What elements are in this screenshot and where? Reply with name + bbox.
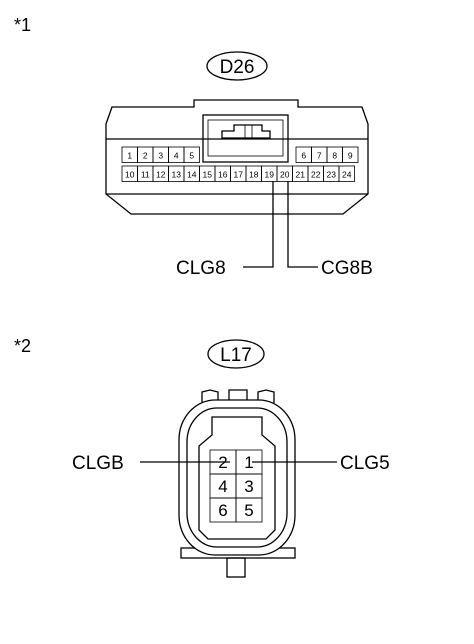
- pin-cell: 1: [121, 146, 138, 163]
- pin-number: 4: [174, 151, 179, 161]
- pin-cell: 21: [292, 165, 309, 182]
- connector-2-housing: [178, 389, 296, 578]
- connector-1-housing: [105, 99, 369, 215]
- pin-number: 24: [342, 170, 352, 180]
- pin-cell: 15: [199, 165, 216, 182]
- pin-cell: 19: [261, 165, 278, 182]
- pin-number: 1: [244, 453, 253, 472]
- pin-cell-box: [342, 146, 359, 163]
- pin-number: 5: [244, 501, 253, 520]
- pin-number: 11: [141, 170, 150, 180]
- pin-cell: 14: [183, 165, 200, 182]
- pin-number: 3: [244, 477, 253, 496]
- connector-2-code: L17: [220, 345, 252, 366]
- pin-number: 6: [218, 501, 227, 520]
- connector-2-code-badge: L17: [207, 339, 265, 369]
- code-badge-outline: [206, 51, 268, 81]
- pin-number: 23: [327, 170, 337, 180]
- pin-cell: 24: [338, 165, 355, 182]
- pin-cell: 8: [326, 146, 343, 163]
- pin-cell: 6: [295, 146, 312, 163]
- pin-cell: 20: [276, 165, 293, 182]
- pin-number: 21: [296, 170, 306, 180]
- pin-number: 3: [158, 151, 163, 161]
- pin-number: 10: [125, 170, 135, 180]
- connector-1-marker: *1: [14, 15, 31, 35]
- connector-1-code: D26: [220, 57, 255, 78]
- pin-cell-box: [183, 146, 200, 163]
- wire-label-cg8b: CG8B: [321, 258, 373, 279]
- wire-clg8: [243, 181, 274, 268]
- pin-number: 13: [172, 170, 182, 180]
- pin-cell-box: [338, 165, 355, 182]
- pin-number: 8: [332, 151, 337, 161]
- pin-number: 1: [127, 151, 132, 161]
- pin-number: 17: [234, 170, 244, 180]
- pin-cell: 23: [323, 165, 340, 182]
- connector-1-wires: CLG8 CG8B: [176, 181, 373, 279]
- pin-cell: 5: [183, 146, 200, 163]
- wire-cg8b: [287, 181, 318, 268]
- pin-number: 14: [187, 170, 197, 180]
- pin-number: 22: [311, 170, 321, 180]
- pin-number: 2: [143, 151, 148, 161]
- pin-number: 15: [203, 170, 213, 180]
- pin-number: 5: [189, 151, 194, 161]
- pin-cell: 5: [235, 497, 263, 523]
- pin-cell: 12: [152, 165, 169, 182]
- pin-cell-box: [235, 497, 263, 523]
- pin-cell: 22: [307, 165, 324, 182]
- pin-number: 19: [265, 170, 275, 180]
- wire-label-clg5: CLG5: [340, 453, 390, 474]
- pin-cell: 11: [137, 165, 154, 182]
- pin-cell: 3: [152, 146, 169, 163]
- pin-number: 4: [218, 477, 227, 496]
- pin-cell: 9: [342, 146, 359, 163]
- pin-cell: 16: [214, 165, 231, 182]
- pin-number: 20: [280, 170, 290, 180]
- pin-cell: 4: [168, 146, 185, 163]
- pin-cell: 17: [230, 165, 247, 182]
- wire-label-clgb: CLGB: [72, 453, 124, 474]
- connector-1-code-badge: D26: [206, 51, 268, 81]
- code-badge-outline: [207, 339, 265, 369]
- pin-number: 16: [218, 170, 228, 180]
- pin-number: 9: [348, 151, 353, 161]
- pin-number: 18: [249, 170, 259, 180]
- connector-2-wires: CLGB CLG5: [72, 453, 390, 474]
- pin-number: 7: [317, 151, 322, 161]
- pin-cell: 7: [311, 146, 328, 163]
- wire-label-clg8: CLG8: [176, 258, 226, 279]
- pin-number: 6: [301, 151, 306, 161]
- pin-cell: 10: [121, 165, 138, 182]
- pin-number: 12: [156, 170, 166, 180]
- connector-2-marker: *2: [14, 336, 31, 356]
- pin-cell: 18: [245, 165, 262, 182]
- pin-cell: 13: [168, 165, 185, 182]
- pin-cell: 2: [137, 146, 154, 163]
